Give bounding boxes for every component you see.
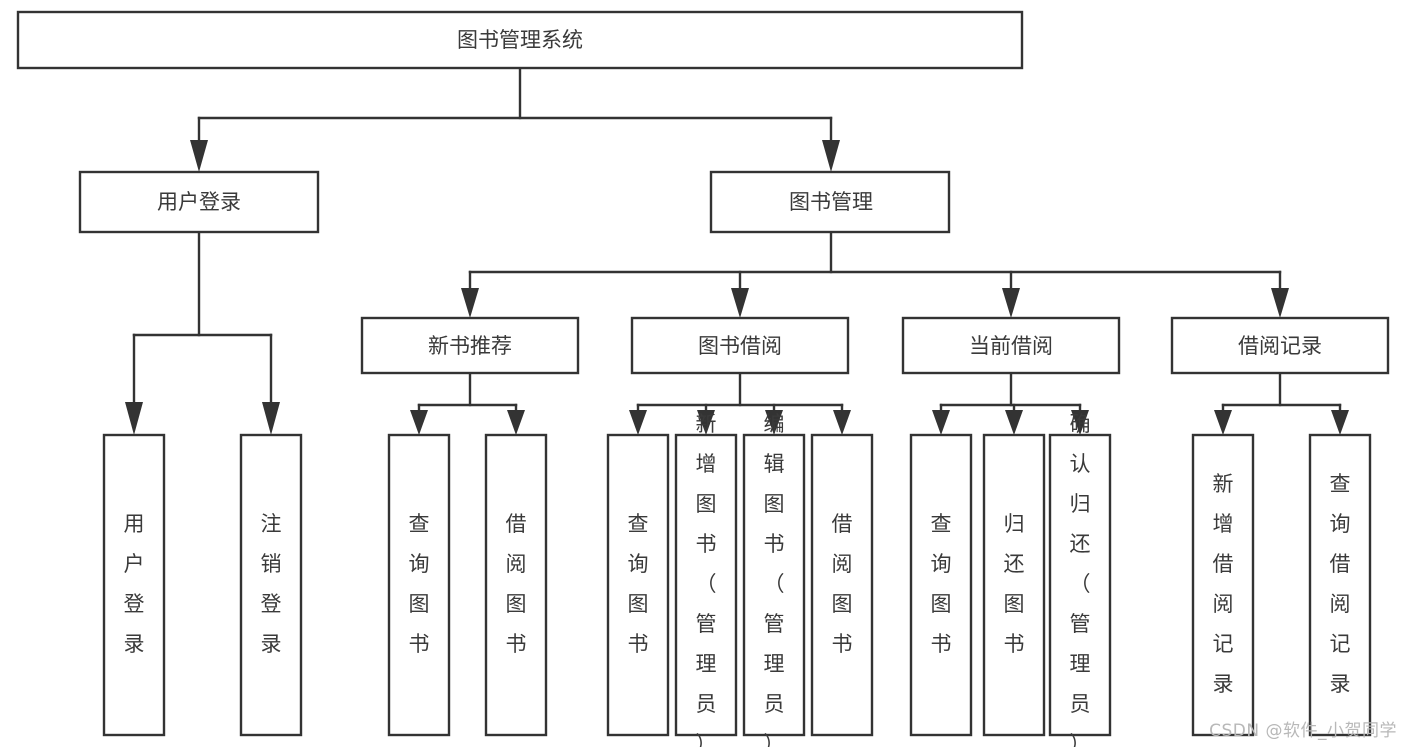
leaf-query-book-current-label: 查询图书 (931, 512, 952, 656)
leaf-lend-book-box[interactable] (810, 433, 874, 737)
leaf-node-return-book[interactable]: 归还图书 (982, 433, 1046, 737)
arrowhead-current-query (932, 410, 950, 435)
leaf-add-borrow-record-label: 新增借阅记录 (1213, 472, 1234, 696)
leaf-node-query-book-newbook[interactable]: 查询图书 (387, 433, 451, 737)
node-book-management-box[interactable] (709, 170, 951, 234)
node-book-borrow-box[interactable] (630, 316, 850, 375)
leaf-node-query-borrow-record[interactable]: 查询借阅记录 (1308, 433, 1372, 737)
leaf-add-book-admin-box[interactable] (674, 433, 738, 737)
node-book-management-label: 图书管理 (789, 190, 873, 214)
node-user-login[interactable]: 用户登录 (78, 170, 320, 234)
arrowhead-leaf-user-login (125, 402, 143, 435)
leaf-return-book-label: 归还图书 (1004, 512, 1025, 656)
node-user-login-box[interactable] (78, 170, 320, 234)
leaf-node-add-borrow-record[interactable]: 新增借阅记录 (1191, 433, 1255, 737)
leaf-edit-book-admin-label: 编辑图书（管理员） (764, 412, 785, 747)
node-user-login-label: 用户登录 (157, 190, 241, 214)
leaf-node-edit-book-admin[interactable]: 编辑图书（管理员） (742, 412, 806, 747)
leaf-query-book-newbook-label: 查询图书 (409, 512, 430, 656)
node-current-borrow-label: 当前借阅 (969, 334, 1053, 358)
node-book-management[interactable]: 图书管理 (709, 170, 951, 234)
node-borrow-record-box[interactable] (1170, 316, 1390, 375)
leaf-edit-book-admin-box[interactable] (742, 433, 806, 737)
leaf-confirm-return-admin-box[interactable] (1048, 433, 1112, 737)
leaf-borrow-book-newbook-label: 借阅图书 (506, 512, 527, 656)
arrowhead-current (1002, 288, 1020, 318)
arrowhead-book-mgmt (822, 140, 840, 172)
arrowhead-current-return (1005, 410, 1023, 435)
arrowhead-current-confirm (1071, 410, 1089, 435)
node-book-borrow[interactable]: 图书借阅 (630, 316, 850, 375)
arrowhead-record-query (1331, 410, 1349, 435)
connector-layer (125, 66, 1349, 435)
arrowhead-user-login (190, 140, 208, 172)
arrowhead-borrow-query (629, 410, 647, 435)
node-new-book-recommend[interactable]: 新书推荐 (360, 316, 580, 375)
leaf-query-book-current-box[interactable] (909, 433, 973, 737)
leaf-node-logout[interactable]: 注销登录 (239, 433, 303, 737)
arrowhead-record-add (1214, 410, 1232, 435)
leaf-node-lend-book[interactable]: 借阅图书 (810, 433, 874, 737)
leaf-add-borrow-record-box[interactable] (1191, 433, 1255, 737)
leaf-lend-book-label: 借阅图书 (832, 512, 853, 656)
leaf-node-borrow-book-newbook[interactable]: 借阅图书 (484, 433, 548, 737)
node-root-box[interactable] (16, 10, 1024, 70)
node-root[interactable]: 图书管理系统 (16, 10, 1024, 70)
leaf-return-book-box[interactable] (982, 433, 1046, 737)
node-borrow-record[interactable]: 借阅记录 (1170, 316, 1390, 375)
leaf-borrow-book-newbook-box[interactable] (484, 433, 548, 737)
leaf-logout-box[interactable] (239, 433, 303, 737)
node-borrow-record-label: 借阅记录 (1238, 334, 1322, 358)
arrowhead-borrow (731, 288, 749, 318)
node-root-label: 图书管理系统 (457, 28, 583, 52)
arrowhead-borrow-edit (765, 410, 783, 435)
node-book-borrow-label: 图书借阅 (698, 334, 782, 358)
leaf-query-book-borrow-box[interactable] (606, 433, 670, 737)
arrowhead-borrow-add (697, 410, 715, 435)
leaf-logout-label: 注销登录 (261, 512, 282, 656)
leaf-node-query-book-current[interactable]: 查询图书 (909, 433, 973, 737)
arrowhead-leaf-logout (262, 402, 280, 435)
leaf-user-login-label: 用户登录 (124, 512, 145, 656)
node-current-borrow-box[interactable] (901, 316, 1121, 375)
arrowhead-record (1271, 288, 1289, 318)
arrowhead-borrow-lend (833, 410, 851, 435)
leaf-user-login-box[interactable] (102, 433, 166, 737)
node-new-book-recommend-label: 新书推荐 (428, 334, 512, 358)
leaf-query-borrow-record-box[interactable] (1308, 433, 1372, 737)
leaf-node-user-login[interactable]: 用户登录 (102, 433, 166, 737)
leaf-node-confirm-return-admin[interactable]: 确认归还（管理员） (1048, 412, 1112, 747)
arrowhead-newbook (461, 288, 479, 318)
leaf-add-book-admin-label: 新增图书（管理员） (696, 412, 717, 747)
csdn-watermark: CSDN @软件_小贺同学 (1209, 721, 1397, 741)
leaf-confirm-return-admin-label: 确认归还（管理员） (1070, 412, 1091, 747)
leaf-query-borrow-record-label: 查询借阅记录 (1330, 472, 1351, 696)
arrowhead-newbook-borrow (507, 410, 525, 435)
node-new-book-recommend-box[interactable] (360, 316, 580, 375)
leaf-query-book-borrow-label: 查询图书 (628, 512, 649, 656)
arrowhead-newbook-query (410, 410, 428, 435)
leaf-query-book-newbook-box[interactable] (387, 433, 451, 737)
leaf-node-query-book-borrow[interactable]: 查询图书 (606, 433, 670, 737)
node-current-borrow[interactable]: 当前借阅 (901, 316, 1121, 375)
leaf-node-add-book-admin[interactable]: 新增图书（管理员） (674, 412, 738, 747)
